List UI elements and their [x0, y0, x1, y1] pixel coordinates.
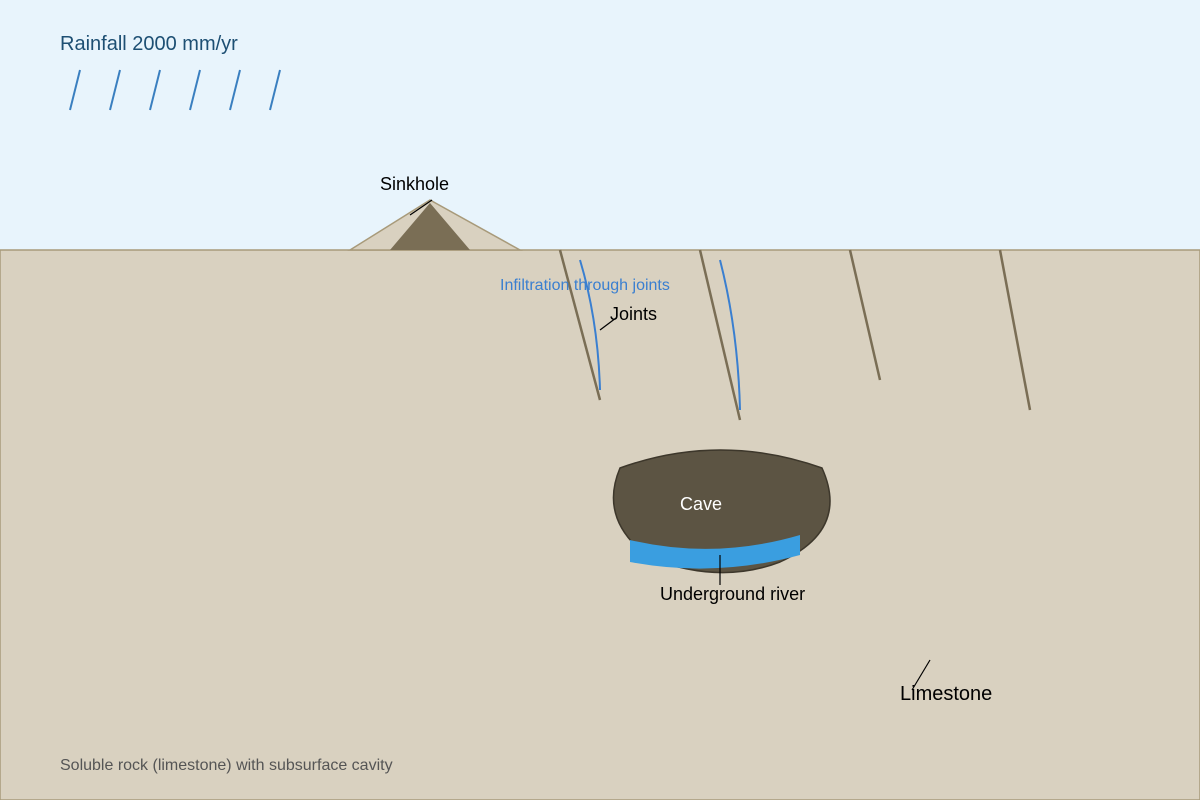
joints-leader: [599, 317, 617, 331]
sinkhole-label: Sinkhole: [380, 174, 449, 194]
underground-river: [630, 535, 800, 569]
infiltration-label: Infiltration through joints: [500, 277, 670, 294]
sky: [0, 0, 1200, 250]
joint: [998, 249, 1032, 411]
infiltration-paths: [579, 259, 741, 411]
limestone-body: [0, 249, 1200, 800]
sinkhole-leader: [409, 199, 433, 216]
cave-label: Cave: [680, 494, 722, 514]
rain-streak: [149, 69, 161, 111]
rain-streak: [269, 69, 281, 111]
rain-streak: [109, 69, 121, 111]
rain-streak: [229, 69, 241, 111]
infiltration-path: [579, 259, 601, 391]
limestone-leader: [911, 659, 931, 691]
joints: [558, 249, 1032, 421]
joint: [558, 249, 602, 401]
infiltration-path: [719, 259, 741, 411]
rain-streaks: [69, 69, 281, 111]
river-label: Underground river: [660, 584, 805, 604]
joints-label: Joints: [610, 304, 657, 324]
sinkhole: [390, 203, 470, 250]
rain-streak: [69, 69, 81, 111]
rain-streak: [189, 69, 201, 111]
joint: [698, 249, 742, 421]
joint: [848, 249, 882, 381]
rainfall-label: Rainfall 2000 mm/yr: [60, 33, 238, 55]
limestone-label: Limestone: [900, 683, 992, 705]
caption: Soluble rock (limestone) with subsurface…: [60, 757, 393, 774]
